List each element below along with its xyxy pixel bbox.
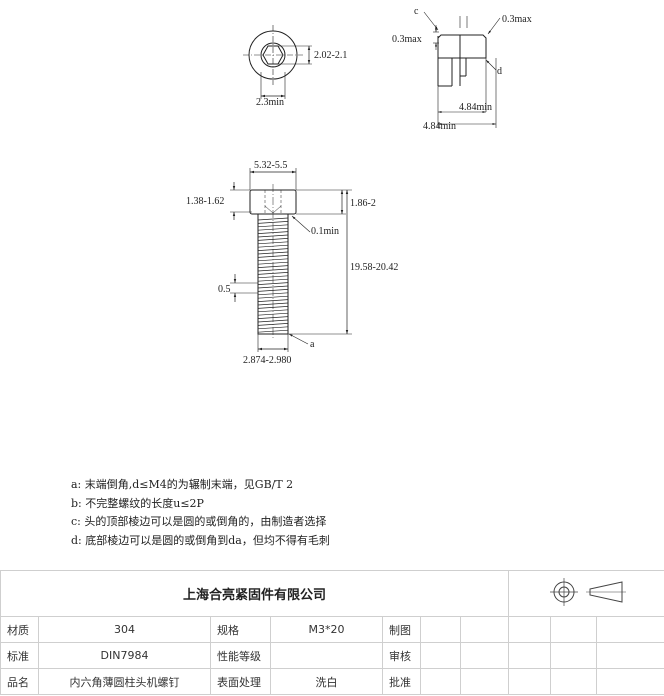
value-grade [270, 642, 383, 669]
right-max-label: 0.3max [502, 14, 532, 25]
hex-socket [262, 45, 284, 65]
thread-line [257, 272, 289, 275]
table-row: 标准 DIN7984 性能等级 审核 [0, 642, 664, 669]
thread-line [257, 221, 289, 224]
label-material: 材质 [0, 616, 39, 643]
main-view [230, 168, 352, 352]
label-finish: 表面处理 [210, 668, 271, 695]
note-d: d: 底部棱边可以是圆的或倒角到da，但均不得有毛刺 [71, 533, 330, 547]
first-angle-projection-icon [508, 570, 664, 617]
table-row: 材质 304 规格 M3*20 制图 [0, 616, 664, 643]
thread-line [257, 299, 289, 302]
title-block: 上海合亮紧固件有限公司 材质 304 规格 M3*20 制图 标准 [0, 570, 664, 696]
thread-line [257, 285, 289, 289]
thread-line [257, 231, 289, 234]
technical-drawing: 2.02-2.1 2.3min c 0.3max 0.3max d 4.84mi… [186, 6, 532, 366]
value-finish: 洗白 [270, 668, 383, 695]
top-view [243, 25, 312, 99]
head-dia-label: 5.32-5.5 [254, 160, 287, 171]
thread-line [257, 217, 289, 221]
fillet-label: 0.1min [311, 226, 339, 237]
value-standard: DIN7984 [38, 642, 211, 669]
thread-dia-label: 2.874-2.980 [243, 355, 291, 366]
inner-min-label: 4.84min [459, 102, 492, 113]
a-label: a [310, 339, 315, 350]
thread-line [257, 309, 289, 313]
right-head-h-label: 1.86-2 [350, 198, 376, 209]
c-max-label: 0.3max [392, 34, 422, 45]
d-label: d [497, 66, 502, 77]
label-product: 品名 [0, 668, 39, 695]
note-b: b: 不完整螺纹的长度u≤2P [71, 496, 204, 510]
label-grade: 性能等级 [210, 642, 271, 669]
across-flats-label: 2.02-2.1 [314, 50, 347, 61]
length-label: 19.58-20.42 [350, 262, 398, 273]
thread-line [257, 295, 289, 299]
detail-head-outline [437, 34, 487, 59]
value-material: 304 [38, 616, 211, 643]
value-product: 内六角薄圆柱头机螺钉 [38, 668, 211, 695]
left-head-h-label: 1.38-1.62 [186, 196, 224, 207]
note-c: c: 头的顶部棱边可以是圆的或倒角的，由制造者选择 [71, 515, 327, 528]
note-a: a: 末端倒角,d≤M4的为辗制末端，见GB/T 2 [71, 478, 294, 491]
label-approve: 批准 [382, 668, 421, 695]
label-drawn: 制图 [382, 616, 421, 643]
side-detail-view [423, 11, 501, 128]
thread-line [257, 282, 289, 285]
outer-min-label: 4.84min [423, 121, 456, 132]
pitch-label: 0.5 [218, 284, 231, 295]
table-row: 品名 内六角薄圆柱头机螺钉 表面处理 洗白 批准 [0, 668, 664, 695]
c-label: c [414, 6, 419, 17]
value-spec: M3*20 [270, 616, 383, 643]
company-name: 上海合亮紧固件有限公司 [0, 570, 510, 617]
counterbore-min-label: 2.3min [256, 97, 284, 108]
label-review: 审核 [382, 642, 421, 669]
label-standard: 标准 [0, 642, 39, 669]
label-spec: 规格 [210, 616, 271, 643]
notes-block: a: 末端倒角,d≤M4的为辗制末端，见GB/T 2 b: 不完整螺纹的长度u≤… [71, 476, 330, 550]
